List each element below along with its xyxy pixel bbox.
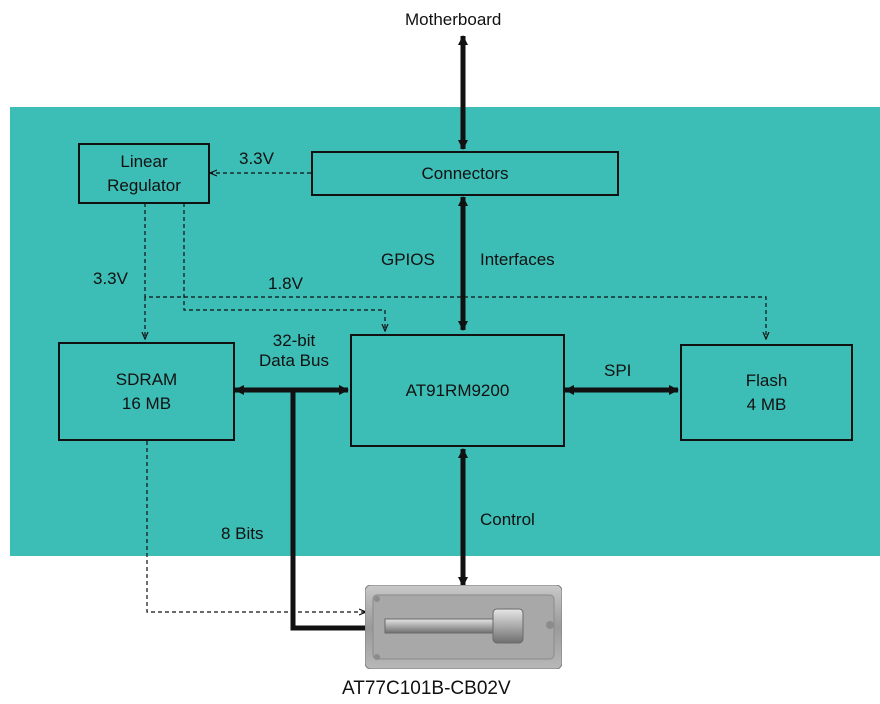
data-bus-label-line1: 32-bit	[272, 331, 316, 350]
flash-line2: 4 MB	[746, 394, 787, 414]
rail-3v3-label: 3.3V	[93, 269, 128, 288]
flash-block: Flash 4 MB	[680, 344, 853, 441]
connectors-block: Connectors	[311, 151, 619, 196]
flash-line1: Flash	[745, 370, 788, 390]
spi-label: SPI	[604, 361, 632, 380]
rail-3v3-dashed-line	[144, 203, 766, 339]
sdram-line2: 16 MB	[121, 393, 172, 413]
data-bus-label: 32-bit Data Bus	[244, 331, 344, 371]
sensor-chip-image	[365, 585, 562, 669]
cpu-block: AT91RM9200	[350, 334, 565, 447]
sdram-line1: SDRAM	[115, 369, 178, 389]
eight-bits-label: 8 Bits	[221, 524, 264, 543]
supply-3v3-label: 3.3V	[239, 149, 274, 168]
linear-regulator-line2: Regulator	[107, 175, 181, 195]
control-label: Control	[480, 510, 535, 529]
cpu-label: AT91RM9200	[405, 380, 510, 400]
chip-part-label: AT77C101B-CB02V	[342, 678, 511, 699]
interfaces-label: Interfaces	[480, 250, 555, 269]
rail-1v8-label: 1.8V	[268, 274, 303, 293]
gpios-label: GPIOS	[381, 250, 435, 269]
eight-bits-line	[290, 390, 366, 631]
rail-1v8-dashed-line	[183, 203, 385, 331]
linear-regulator-line1: Linear	[120, 151, 168, 171]
data-bus-label-line2: Data Bus	[259, 351, 329, 370]
motherboard-label: Motherboard	[405, 10, 502, 29]
connectors-label: Connectors	[421, 163, 509, 183]
sdram-to-chip-dashed-line	[146, 441, 366, 612]
sdram-block: SDRAM 16 MB	[58, 342, 235, 441]
linear-regulator-block: Linear Regulator	[78, 143, 210, 204]
